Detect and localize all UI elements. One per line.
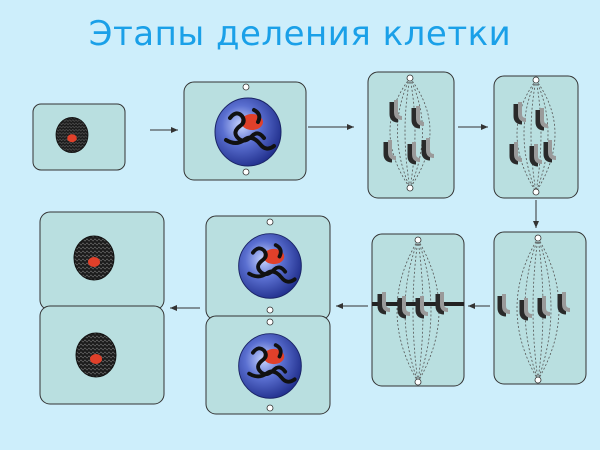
interphase-cell-icon [32, 103, 126, 171]
prometaphase-cell-icon [367, 71, 455, 199]
prophase-cell-icon [183, 81, 307, 181]
telophase-cells-icon [205, 215, 331, 415]
page-title: Этапы деления клетки [88, 14, 512, 54]
anaphase-cell-icon [371, 233, 465, 387]
daughter-cells-icon [39, 211, 165, 405]
metaphase-plate-cell-icon [493, 231, 587, 385]
metaphase-cell-icon [493, 75, 579, 199]
